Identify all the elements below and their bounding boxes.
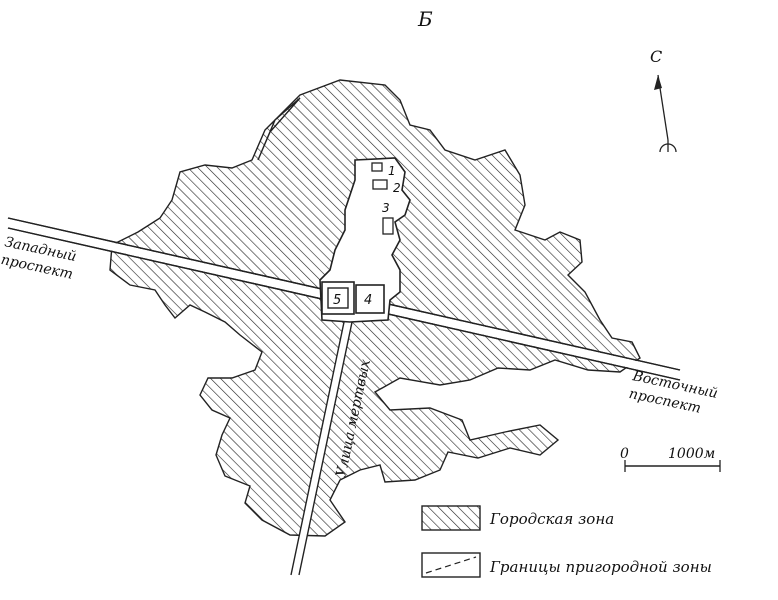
svg-text:0: 0 [620, 446, 629, 462]
north-arrow: С [650, 47, 677, 153]
building-4 [355, 284, 385, 314]
svg-text:1000м: 1000м [668, 446, 715, 462]
building-5-label: 5 [333, 293, 341, 308]
building-2-label: 2 [393, 181, 401, 195]
building-2 [372, 179, 388, 190]
legend-urban-label: Городская зона [489, 510, 614, 528]
legend: Городская зона Границы пригородной зоны [421, 505, 712, 578]
building-1-label: 1 [388, 164, 396, 178]
scale-bar: 0 1000м [620, 446, 721, 472]
figure-letter: Б [417, 7, 433, 31]
ceremonial-complex [319, 157, 411, 323]
east-avenue-label: Восточный проспект [627, 368, 719, 417]
building-4-label: 4 [364, 293, 372, 308]
legend-urban-swatch [421, 505, 481, 531]
building-3-label: 3 [382, 201, 390, 215]
legend-suburban-label: Границы пригородной зоны [489, 558, 712, 576]
urban-zone-lobe [257, 97, 301, 161]
building-3 [382, 217, 394, 235]
legend-suburban-swatch [421, 552, 481, 578]
building-1 [371, 162, 383, 172]
svg-text:С: С [650, 47, 662, 66]
